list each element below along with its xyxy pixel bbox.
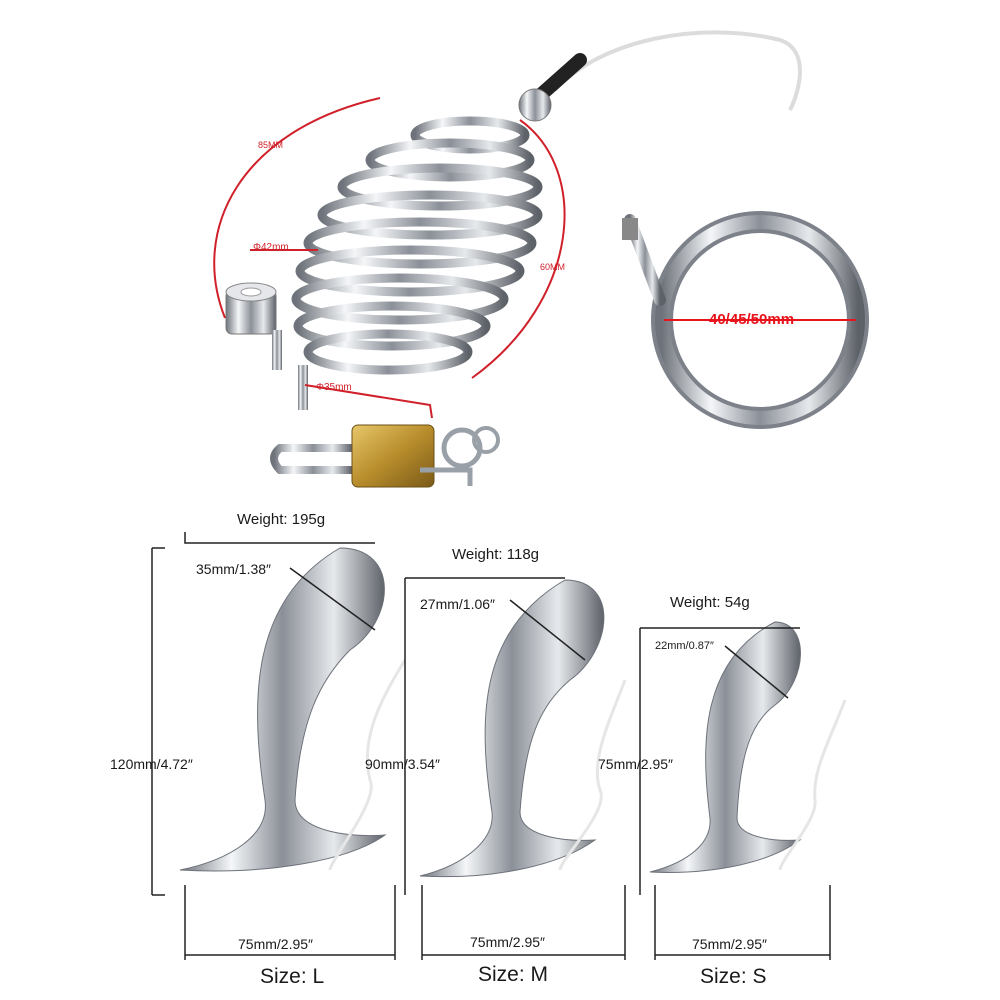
size-label-large: Size: L <box>260 965 325 988</box>
size-label-medium: Size: M <box>478 963 549 986</box>
base-diameter-label: Φ35mm <box>316 382 352 393</box>
width-label-small: 75mm/2.95″ <box>692 936 767 952</box>
cage-length-label: 60MM <box>540 262 566 272</box>
weight-label-small: Weight: 54g <box>670 594 750 611</box>
cage-diameter-label: Φ42mm <box>253 242 289 253</box>
plug-small-image <box>649 621 847 873</box>
head-diameter-label-large: 35mm/1.38″ <box>196 561 271 577</box>
ring-size-label: 40/45/50mm <box>709 311 795 328</box>
cage-height-label: 85MM <box>258 140 284 150</box>
spiral-cage-image <box>225 30 802 410</box>
plug-large-image <box>179 547 407 872</box>
length-label-medium: 90mm/3.54″ <box>365 756 440 772</box>
width-label-large: 75mm/2.95″ <box>238 936 313 952</box>
length-label-small: 75mm/2.95″ <box>598 756 673 772</box>
head-diameter-label-small: 22mm/0.87″ <box>655 640 714 652</box>
plug-dimension-lines <box>151 532 831 960</box>
plug-medium-image <box>419 579 627 878</box>
padlock-image <box>270 424 500 488</box>
width-label-medium: 75mm/2.95″ <box>470 934 545 950</box>
cock-ring-image <box>622 211 869 429</box>
length-label-large: 120mm/4.72″ <box>110 756 193 772</box>
cage-dimension-lines <box>213 97 566 419</box>
weight-label-medium: Weight: 118g <box>452 546 540 563</box>
size-label-small: Size: S <box>700 965 767 988</box>
weight-label-large: Weight: 195g <box>237 511 326 528</box>
head-diameter-label-medium: 27mm/1.06″ <box>420 596 495 612</box>
